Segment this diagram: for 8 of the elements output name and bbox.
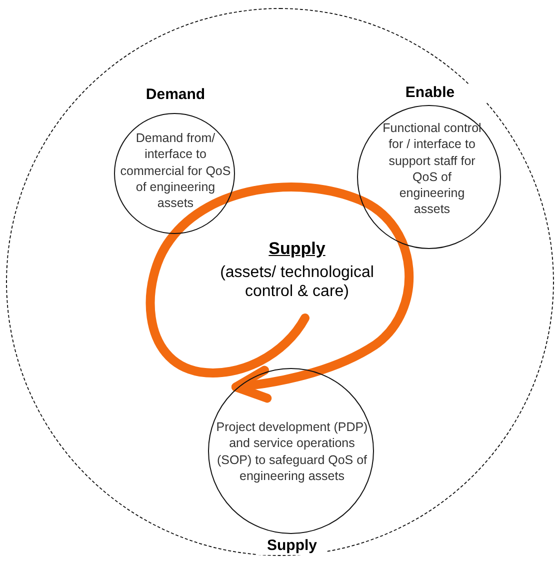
subtitle: (assets/ technological control & care) (219, 263, 375, 302)
dashed-circle (6, 8, 554, 556)
description: Project development (PDP) and service operations (SOP) to safeguard QoS of engineering assets (215, 419, 369, 484)
heading: Supply (268, 239, 326, 260)
description: Functional control for / interface to support staff for QoS of engineering assets (382, 120, 482, 218)
heading: Supply (257, 537, 327, 555)
description: Demand from/ interface to commercial for QoS of engineering assets (119, 130, 232, 212)
curved-arrow (146, 182, 414, 402)
